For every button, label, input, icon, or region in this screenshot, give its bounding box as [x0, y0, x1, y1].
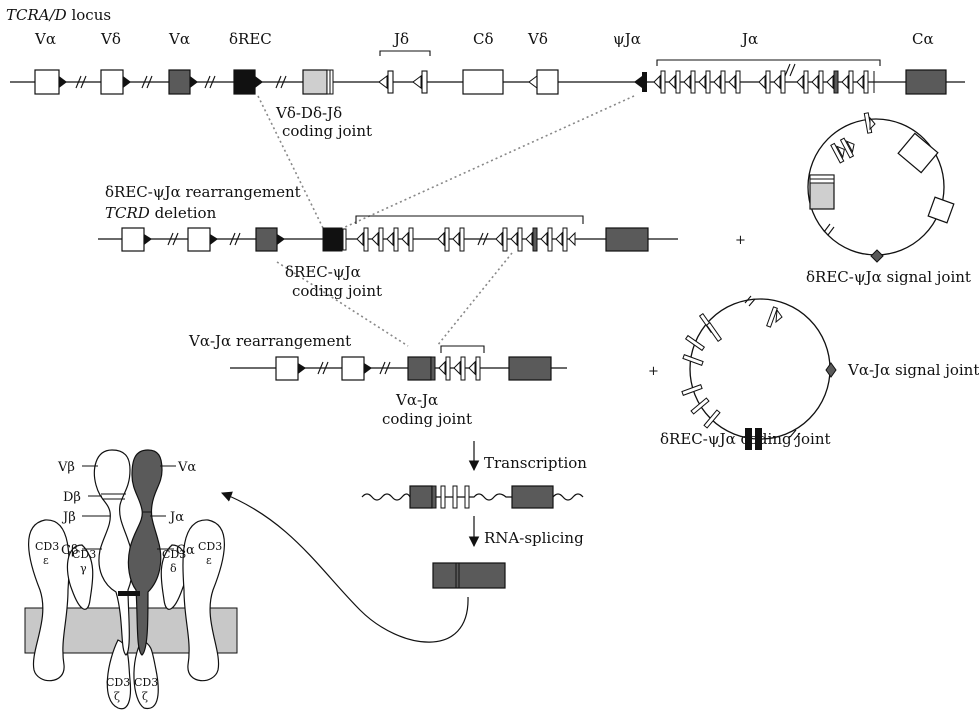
label-db: Dβ — [63, 490, 81, 505]
step1-title-line2: TCRD deletion — [105, 204, 217, 222]
cd3-epsilon-left-label: CD3 — [35, 540, 59, 553]
step1-title-line1: δREC-ψJα rearrangement — [105, 183, 301, 201]
label-ja-tcr: Jα — [168, 510, 184, 525]
cd3-epsilon-right-label: CD3 — [198, 540, 222, 553]
va-ja-signal-joint-circle — [682, 296, 836, 450]
step2-coding-joint-line1: Vα-Jα — [395, 391, 438, 409]
label-va-1: Vα — [34, 30, 56, 48]
step2-coding-joint-line2: coding joint — [382, 410, 472, 428]
drec-segment — [234, 70, 255, 94]
step1-plus-sign: + — [735, 233, 746, 248]
locus-title: TCRA/D locus — [6, 6, 111, 24]
va-ja-coding-joint — [408, 357, 431, 380]
j-alpha-array — [654, 60, 880, 93]
v-delta-segment — [101, 70, 123, 94]
primary-transcript — [362, 486, 583, 508]
label-va-tcr: Vα — [177, 460, 196, 475]
label-vd-1: Vδ — [100, 30, 121, 48]
step2-circle-label: Vα-Jα signal joint — [847, 361, 979, 379]
label-va-2: Vα — [168, 30, 190, 48]
vddj-label-line1: Vδ-Dδ-Jδ — [275, 104, 342, 122]
disulfide-bond — [118, 591, 140, 596]
label-drec: δREC — [229, 30, 272, 48]
v-delta-inverted-segment — [537, 70, 558, 94]
cd3-zeta-right-greek: ζ — [142, 690, 148, 703]
transcription-label: Transcription — [484, 454, 587, 472]
c-delta-segment — [463, 70, 503, 94]
cd3-gamma-label: CD3 — [72, 548, 96, 561]
cd3-gamma-greek: γ — [80, 562, 87, 575]
step1-coding-joint-line2: coding joint — [292, 282, 382, 300]
cd3-epsilon-left-greek: ε — [43, 554, 49, 567]
step2-circle-bottom-label: δREC-ψJα coding joint — [660, 430, 831, 448]
label-cd: Cδ — [473, 30, 494, 48]
cd3-zeta-right-label: CD3 — [134, 676, 158, 689]
drec-psi-ja-signal-joint-circle — [808, 113, 954, 262]
step2-plus-sign: + — [648, 364, 659, 379]
label-ca: Cα — [912, 30, 934, 48]
germline-locus — [10, 51, 965, 94]
step1-circle-label: δREC-ψJα signal joint — [806, 268, 971, 286]
v-alpha-segment-dark — [169, 70, 190, 94]
va-ja-rearranged-allele — [230, 346, 567, 380]
cd3-delta-label: CD3 — [162, 548, 186, 561]
cd3-delta-greek: δ — [170, 562, 177, 575]
cd3-epsilon-right-greek: ε — [206, 554, 212, 567]
label-jd: Jδ — [392, 30, 409, 48]
c-alpha-segment — [906, 70, 946, 94]
label-vd-2: Vδ — [527, 30, 548, 48]
j-delta-segments — [379, 51, 430, 93]
drec-psi-ja-coding-joint — [323, 228, 342, 251]
expression-arrow — [222, 493, 468, 642]
rna-splicing-label: RNA-splicing — [484, 529, 584, 547]
vddj-label-line2: coding joint — [282, 122, 372, 140]
label-jb: Jβ — [61, 510, 76, 525]
vddj-coding-joint — [303, 70, 327, 94]
label-ja: Jα — [740, 30, 758, 48]
label-vb: Vβ — [57, 460, 75, 475]
step2-title: Vα-Jα rearrangement — [188, 332, 351, 350]
spliced-mrna — [433, 563, 505, 588]
psi-j-alpha-segment — [642, 72, 647, 92]
label-psi-ja: ψJα — [613, 30, 641, 48]
step1-coding-joint-line1: δREC-ψJα — [285, 263, 361, 281]
cd3-zeta-left-label: CD3 — [106, 676, 130, 689]
v-alpha-segment — [35, 70, 59, 94]
cd3-zeta-left-greek: ζ — [114, 690, 120, 703]
circle2-j-segments — [682, 307, 782, 428]
tcr-cd3-complex — [25, 450, 237, 709]
